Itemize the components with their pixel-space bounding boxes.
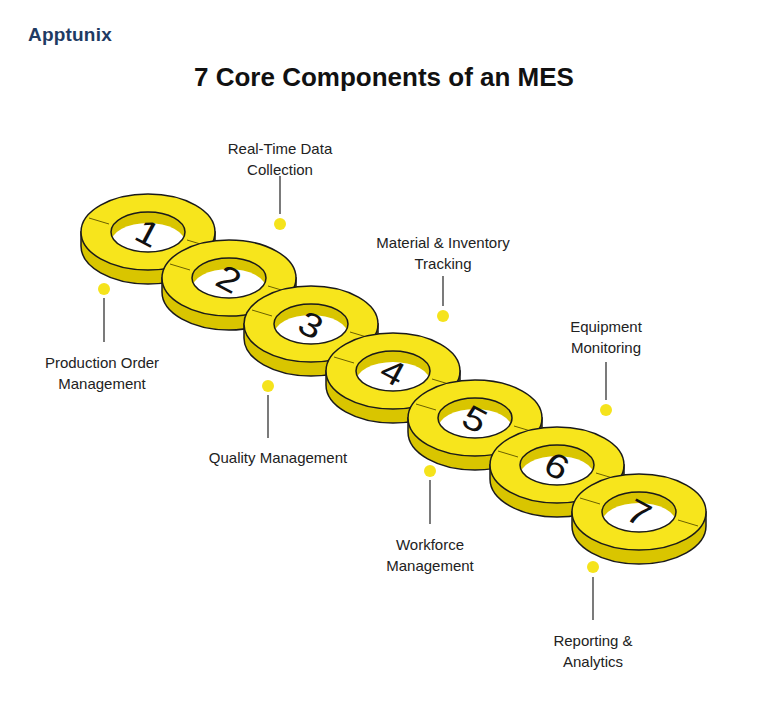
ring-segment	[89, 218, 109, 224]
component-label: Quality Management	[208, 447, 348, 468]
leader-line	[429, 480, 430, 524]
ring-segment	[252, 310, 272, 316]
ring-segment	[416, 404, 436, 410]
leader-line	[103, 298, 104, 342]
leader-dot-group	[98, 218, 612, 573]
leader-line	[279, 176, 280, 214]
ring-segment	[498, 451, 518, 457]
leader-dot	[600, 404, 612, 416]
leader-dot	[587, 561, 599, 573]
leader-dot	[437, 310, 449, 322]
ring-segment	[170, 264, 190, 270]
diagram-title: 7 Core Components of an MES	[0, 62, 768, 93]
leader-dot	[424, 465, 436, 477]
leader-line	[442, 276, 443, 306]
leader-dot	[98, 283, 110, 295]
numbered-ring: 7	[564, 470, 714, 570]
component-label: Equipment Monitoring	[546, 316, 666, 358]
leader-line	[267, 395, 268, 438]
leader-dot	[274, 218, 286, 230]
component-label: Workforce Management	[370, 534, 490, 576]
leader-line	[605, 362, 606, 400]
leader-line	[592, 577, 593, 620]
leader-line-group	[104, 176, 606, 620]
ring-segment	[334, 357, 354, 363]
leader-dot	[262, 380, 274, 392]
ring-segment	[580, 498, 600, 504]
component-label: Material & Inventory Tracking	[373, 232, 513, 274]
component-label: Real-Time Data Collection	[210, 138, 350, 180]
brand-logo: Apptunix	[28, 24, 112, 46]
component-label: Reporting & Analytics	[528, 630, 658, 672]
component-label: Production Order Management	[37, 352, 167, 394]
ring-segment	[678, 520, 698, 526]
